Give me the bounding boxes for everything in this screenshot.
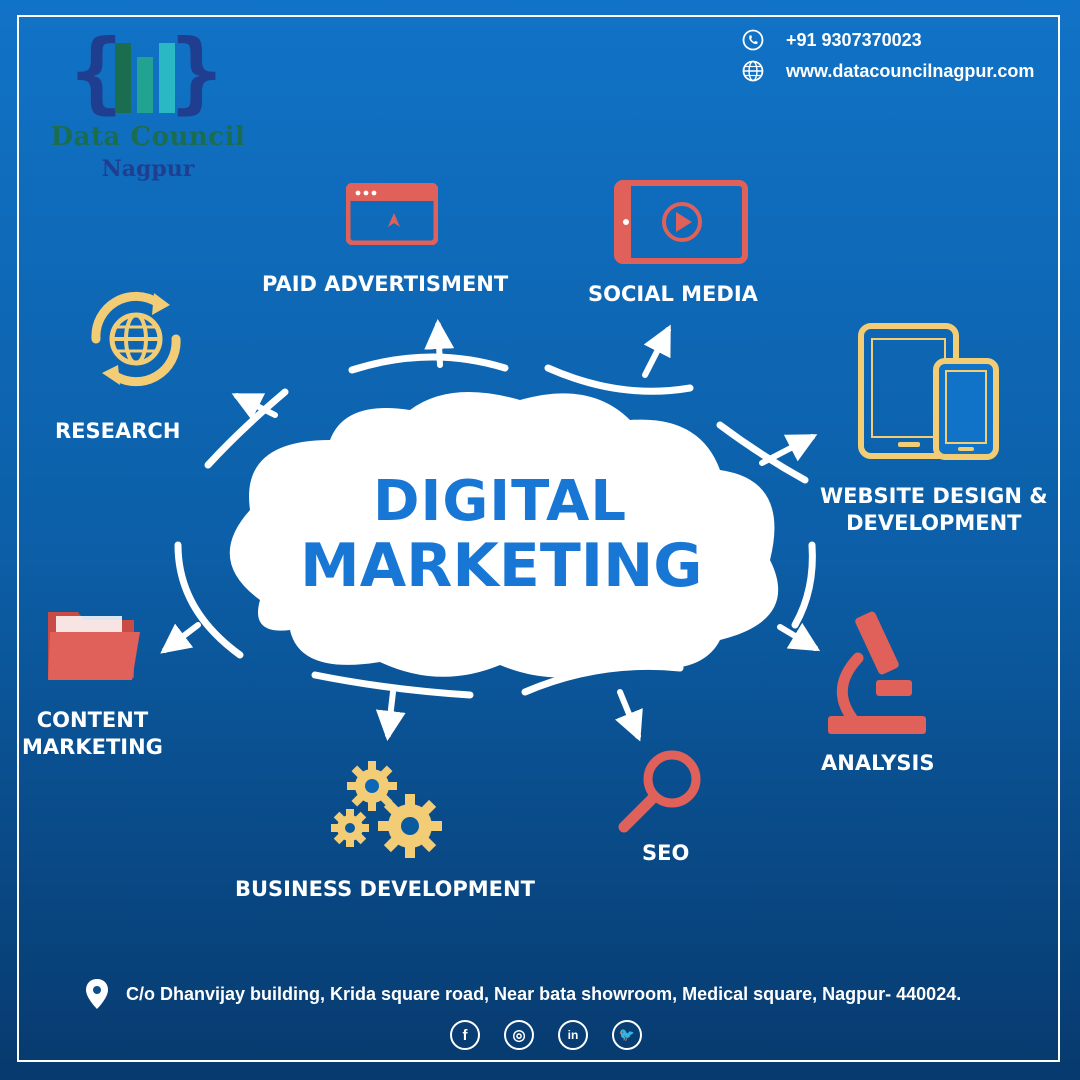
label-social-media: SOCIAL MEDIA [588,282,758,306]
instagram-icon[interactable]: ◎ [504,1020,534,1050]
phone-icon [742,29,764,51]
footer-address: C/o Dhanvijay building, Krida square roa… [84,978,961,1010]
logo-city-name: Nagpur [101,156,195,182]
folder-icon [48,612,140,680]
website-url: www.datacouncilnagpur.com [786,60,1035,81]
label-content-line2: MARKETING [22,735,163,759]
browser-window-icon [346,183,438,245]
outward-arrows [160,319,821,742]
address-text: C/o Dhanvijay building, Krida square roa… [126,983,962,1004]
center-title-line1: DIGITAL [373,469,627,534]
label-analysis: ANALYSIS [821,751,935,775]
globe-refresh-icon [91,291,181,387]
phone-number: +91 9307370023 [786,29,922,50]
devices-icon [858,323,999,460]
magnifier-icon [618,750,701,833]
logo-right-brace: } [170,20,223,123]
video-play-icon [614,180,748,264]
logo-bar [159,43,175,113]
linkedin-icon[interactable]: in [558,1020,588,1050]
location-pin-icon [86,979,108,1009]
logo-left-brace: { [70,20,123,123]
center-title-line2: MARKETING [300,531,703,601]
microscope-icon [828,611,926,734]
logo-bar [115,43,131,113]
contact-website[interactable]: www.datacouncilnagpur.com [742,58,1034,84]
label-business-development: BUSINESS DEVELOPMENT [235,877,535,901]
logo-bar [137,57,153,113]
cloud-shape [229,392,779,678]
facebook-icon[interactable]: f [450,1020,480,1050]
social-links: f ◎ in 🐦 [450,1020,642,1050]
contact-phone[interactable]: +91 9307370023 [742,27,922,53]
label-seo: SEO [642,841,690,865]
label-website-design: WEBSITE DESIGN & DEVELOPMENT [820,483,1048,537]
twitter-icon[interactable]: 🐦 [612,1020,642,1050]
label-website-line2: DEVELOPMENT [846,511,1022,535]
label-website-line1: WEBSITE DESIGN & [820,484,1048,508]
label-content-marketing: CONTENT MARKETING [22,707,163,761]
label-paid-advertisment: PAID ADVERTISMENT [262,272,509,296]
label-research: RESEARCH [55,419,181,443]
globe-icon [742,60,764,82]
gears-icon [331,761,442,858]
label-content-line1: CONTENT [36,708,149,732]
logo-bars-icon [115,35,179,113]
logo-brand-name: Data Council [50,122,246,152]
